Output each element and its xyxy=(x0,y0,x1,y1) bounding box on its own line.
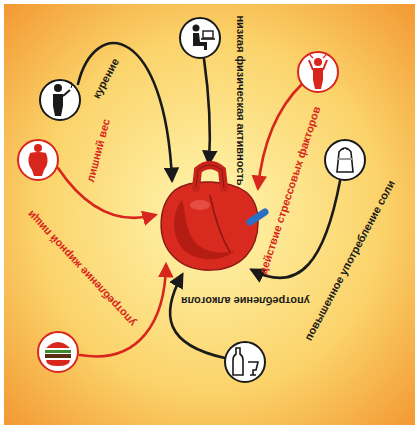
smoking-icon xyxy=(40,80,80,120)
risk-factor-label: лишний вес xyxy=(83,117,112,183)
alcohol-icon xyxy=(225,342,265,382)
stress-icon xyxy=(298,52,338,92)
background-panel xyxy=(4,4,415,425)
risk-factor-label: повышенное употребление соли xyxy=(302,178,398,343)
fatty-food-icon xyxy=(38,332,78,372)
risk-factor-label: действие стрессовых факторов xyxy=(257,104,324,275)
risk-factor-label: низкая физическая активность xyxy=(234,15,247,185)
risk-factor-label: употребление алкоголя xyxy=(181,294,310,307)
risk-factor-label: курение xyxy=(90,56,122,101)
overweight-icon xyxy=(18,140,58,180)
arrows xyxy=(58,43,340,358)
weight-arrow xyxy=(58,168,155,218)
alcohol-arrow xyxy=(170,275,225,358)
salt-icon xyxy=(325,140,365,180)
inactivity-arrow xyxy=(204,59,210,163)
heart-illustration xyxy=(161,165,265,270)
risk-factor-label: употребление жирной пищи xyxy=(25,208,139,329)
inactivity-icon xyxy=(180,18,220,58)
